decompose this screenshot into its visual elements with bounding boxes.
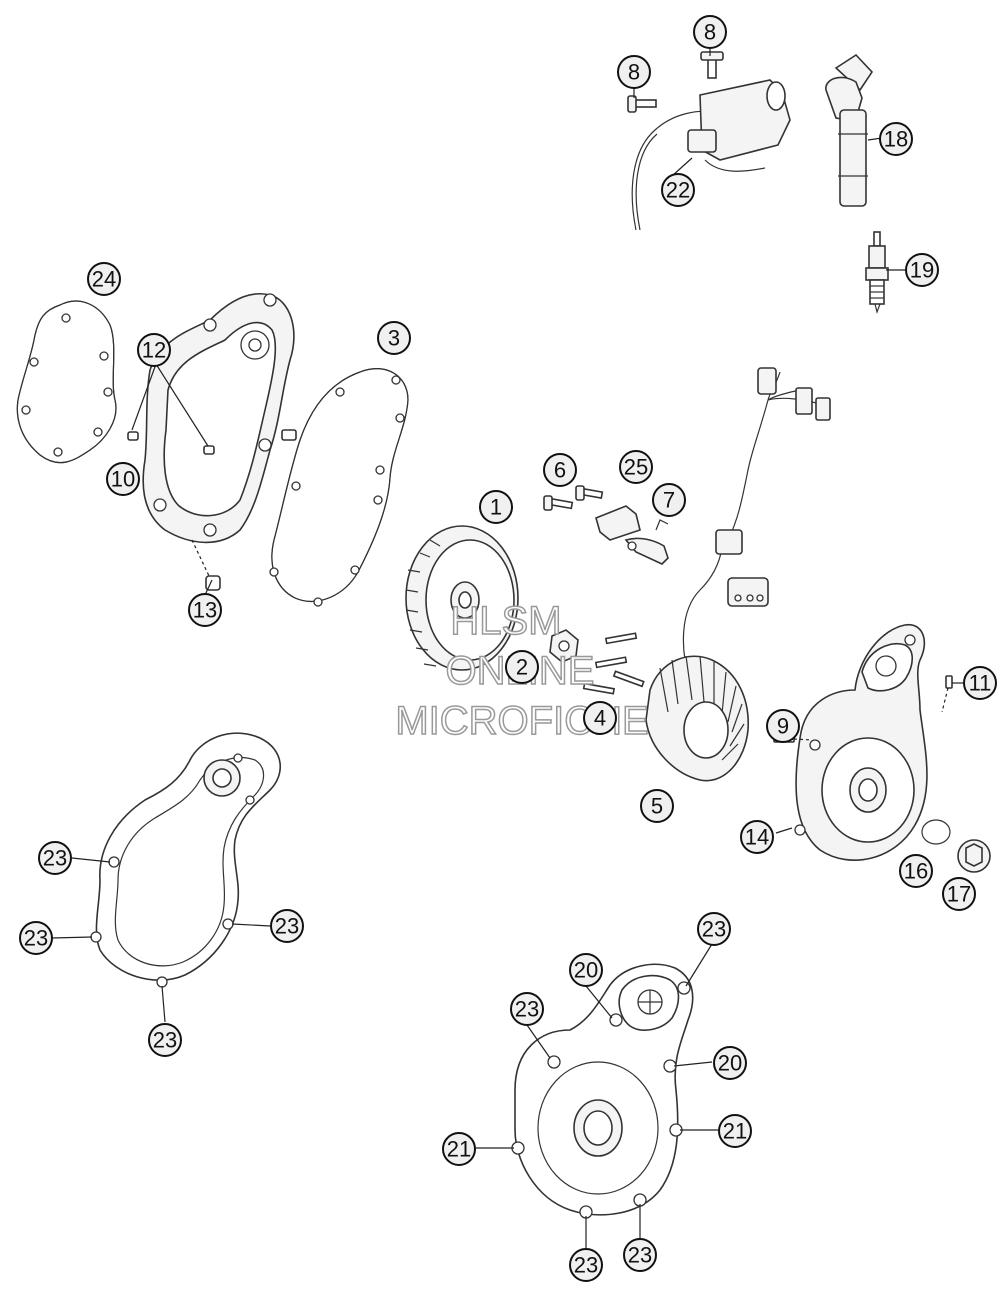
callout-8-upper: 8 (693, 15, 727, 49)
svg-text:18: 18 (884, 127, 908, 152)
callout-20-upper: 20 (569, 953, 603, 987)
svg-text:1: 1 (490, 495, 502, 520)
callout-21-right: 21 (718, 1114, 752, 1148)
callout-23-a: 23 (38, 841, 72, 875)
svg-text:9: 9 (777, 714, 789, 739)
svg-text:23: 23 (43, 846, 67, 871)
callout-18: 18 (879, 122, 913, 156)
callout-1: 1 (479, 490, 513, 524)
coil-bolt-lower (627, 95, 657, 113)
callout-23-c: 23 (270, 909, 304, 943)
callout-5: 5 (640, 789, 674, 823)
leader-lines (51, 48, 964, 1248)
flywheel-nut (549, 629, 579, 663)
svg-text:23: 23 (702, 917, 726, 942)
callout-2: 2 (505, 650, 539, 684)
callout-7: 7 (652, 483, 686, 517)
callout-23-g: 23 (569, 1248, 603, 1282)
callout-8-lower: 8 (617, 55, 651, 89)
callout-23-e: 23 (697, 912, 731, 946)
o-ring-16 (921, 819, 951, 845)
callout-24: 24 (87, 262, 121, 296)
callout-23-f: 23 (510, 992, 544, 1026)
callout-19: 19 (905, 253, 939, 287)
callout-17: 17 (942, 877, 976, 911)
svg-text:13: 13 (193, 598, 217, 623)
svg-text:5: 5 (651, 794, 663, 819)
outer-cover-gasket (16, 300, 117, 464)
cable-clip (624, 519, 669, 565)
callout-14: 14 (740, 820, 774, 854)
callout-16: 16 (899, 854, 933, 888)
callout-23-h: 23 (623, 1238, 657, 1272)
callout-25: 25 (619, 450, 653, 484)
outer-cover-detail-view (511, 963, 694, 1219)
ignition-coil (631, 79, 791, 231)
spark-plug (865, 231, 889, 315)
coil-bolt-upper (700, 51, 724, 79)
callout-11: 11 (963, 666, 997, 700)
svg-text:6: 6 (554, 458, 566, 483)
plug-17 (957, 839, 991, 873)
svg-text:23: 23 (574, 1253, 598, 1278)
svg-text:12: 12 (142, 338, 166, 363)
svg-text:7: 7 (663, 488, 675, 513)
svg-text:23: 23 (515, 997, 539, 1022)
callout-4: 4 (583, 701, 617, 735)
callout-10: 10 (106, 462, 140, 496)
generator-cover-gasket (269, 368, 409, 607)
spark-plug-cap (825, 53, 874, 207)
svg-text:17: 17 (947, 882, 971, 907)
generator-inner-cover (142, 293, 295, 544)
svg-text:4: 4 (594, 706, 606, 731)
svg-text:16: 16 (904, 859, 928, 884)
callout-3: 3 (377, 321, 411, 355)
bolt-6 (543, 485, 604, 511)
svg-text:8: 8 (628, 60, 640, 85)
callout-23-b: 23 (19, 921, 53, 955)
cable-clamp (595, 505, 641, 541)
svg-text:8: 8 (704, 20, 716, 45)
svg-text:10: 10 (111, 467, 135, 492)
svg-text:11: 11 (969, 671, 992, 696)
inner-cover-detail-view (90, 732, 282, 988)
callout-20-lower: 20 (713, 1046, 747, 1080)
stator-with-harness (645, 367, 831, 782)
callout-21-left: 21 (442, 1132, 476, 1166)
svg-text:20: 20 (718, 1051, 742, 1076)
callouts: 1 2 3 4 5 6 7 8 8 9 10 11 12 13 14 16 17… (19, 15, 997, 1282)
callout-6: 6 (543, 453, 577, 487)
svg-text:3: 3 (388, 326, 400, 351)
svg-text:20: 20 (574, 958, 598, 983)
svg-text:2: 2 (516, 655, 528, 680)
svg-text:14: 14 (745, 825, 769, 850)
svg-text:23: 23 (628, 1243, 652, 1268)
svg-text:19: 19 (910, 258, 934, 283)
svg-text:25: 25 (624, 455, 648, 480)
cover-dowel-pins (127, 429, 297, 591)
callout-23-d: 23 (148, 1023, 182, 1057)
svg-text:23: 23 (153, 1028, 177, 1053)
svg-text:22: 22 (666, 178, 690, 203)
svg-text:21: 21 (723, 1119, 747, 1144)
svg-text:24: 24 (92, 267, 116, 292)
stator-bolts (582, 632, 645, 695)
callout-9: 9 (766, 709, 800, 743)
callout-13: 13 (188, 593, 222, 627)
callout-12: 12 (137, 333, 171, 367)
svg-text:23: 23 (24, 926, 48, 951)
watermark-line-1: HLSM (450, 599, 561, 643)
svg-text:21: 21 (447, 1137, 471, 1162)
callout-22: 22 (661, 173, 695, 207)
generator-outer-cover (794, 624, 928, 861)
svg-text:23: 23 (275, 914, 299, 939)
screw-11 (941, 675, 953, 713)
flywheel-rotor (405, 525, 519, 671)
